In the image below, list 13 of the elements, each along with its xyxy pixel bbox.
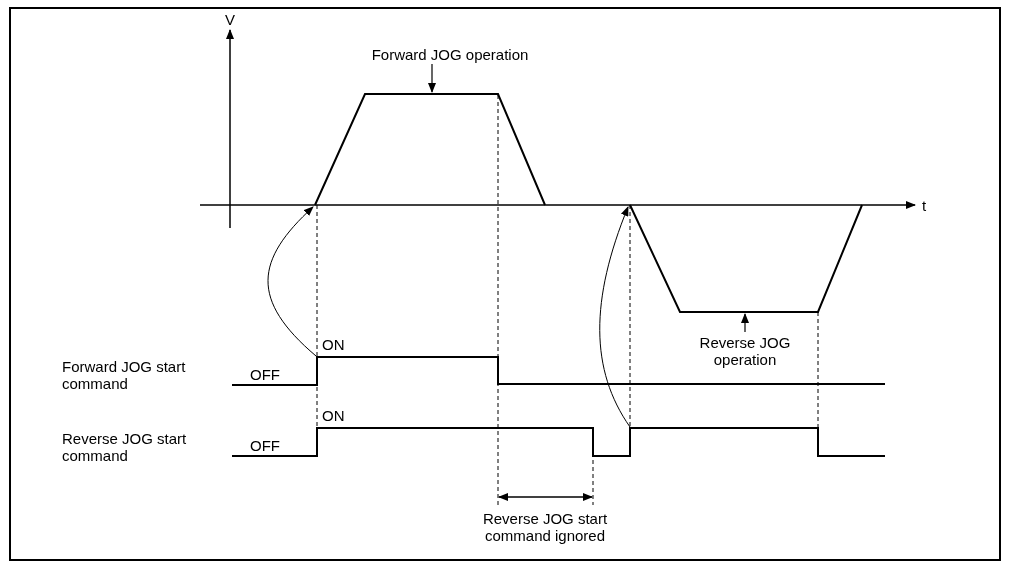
axis-label: t	[922, 197, 927, 214]
state-label: OFF	[250, 366, 280, 383]
signal-name: Reverse JOG start command	[62, 430, 188, 464]
leader-arrow	[428, 63, 436, 93]
state-label: ON	[322, 336, 345, 353]
state-label: ON	[322, 407, 345, 424]
note-text: Reverse JOG start command ignored	[481, 510, 609, 544]
annotation-text: Reverse JOG operation	[685, 334, 805, 368]
axis-label: V	[225, 11, 235, 28]
leader-arrow	[741, 313, 749, 333]
annotation-text: Forward JOG operation	[350, 46, 550, 63]
state-label: OFF	[250, 437, 280, 454]
signal-name: Forward JOG start command	[62, 358, 187, 392]
